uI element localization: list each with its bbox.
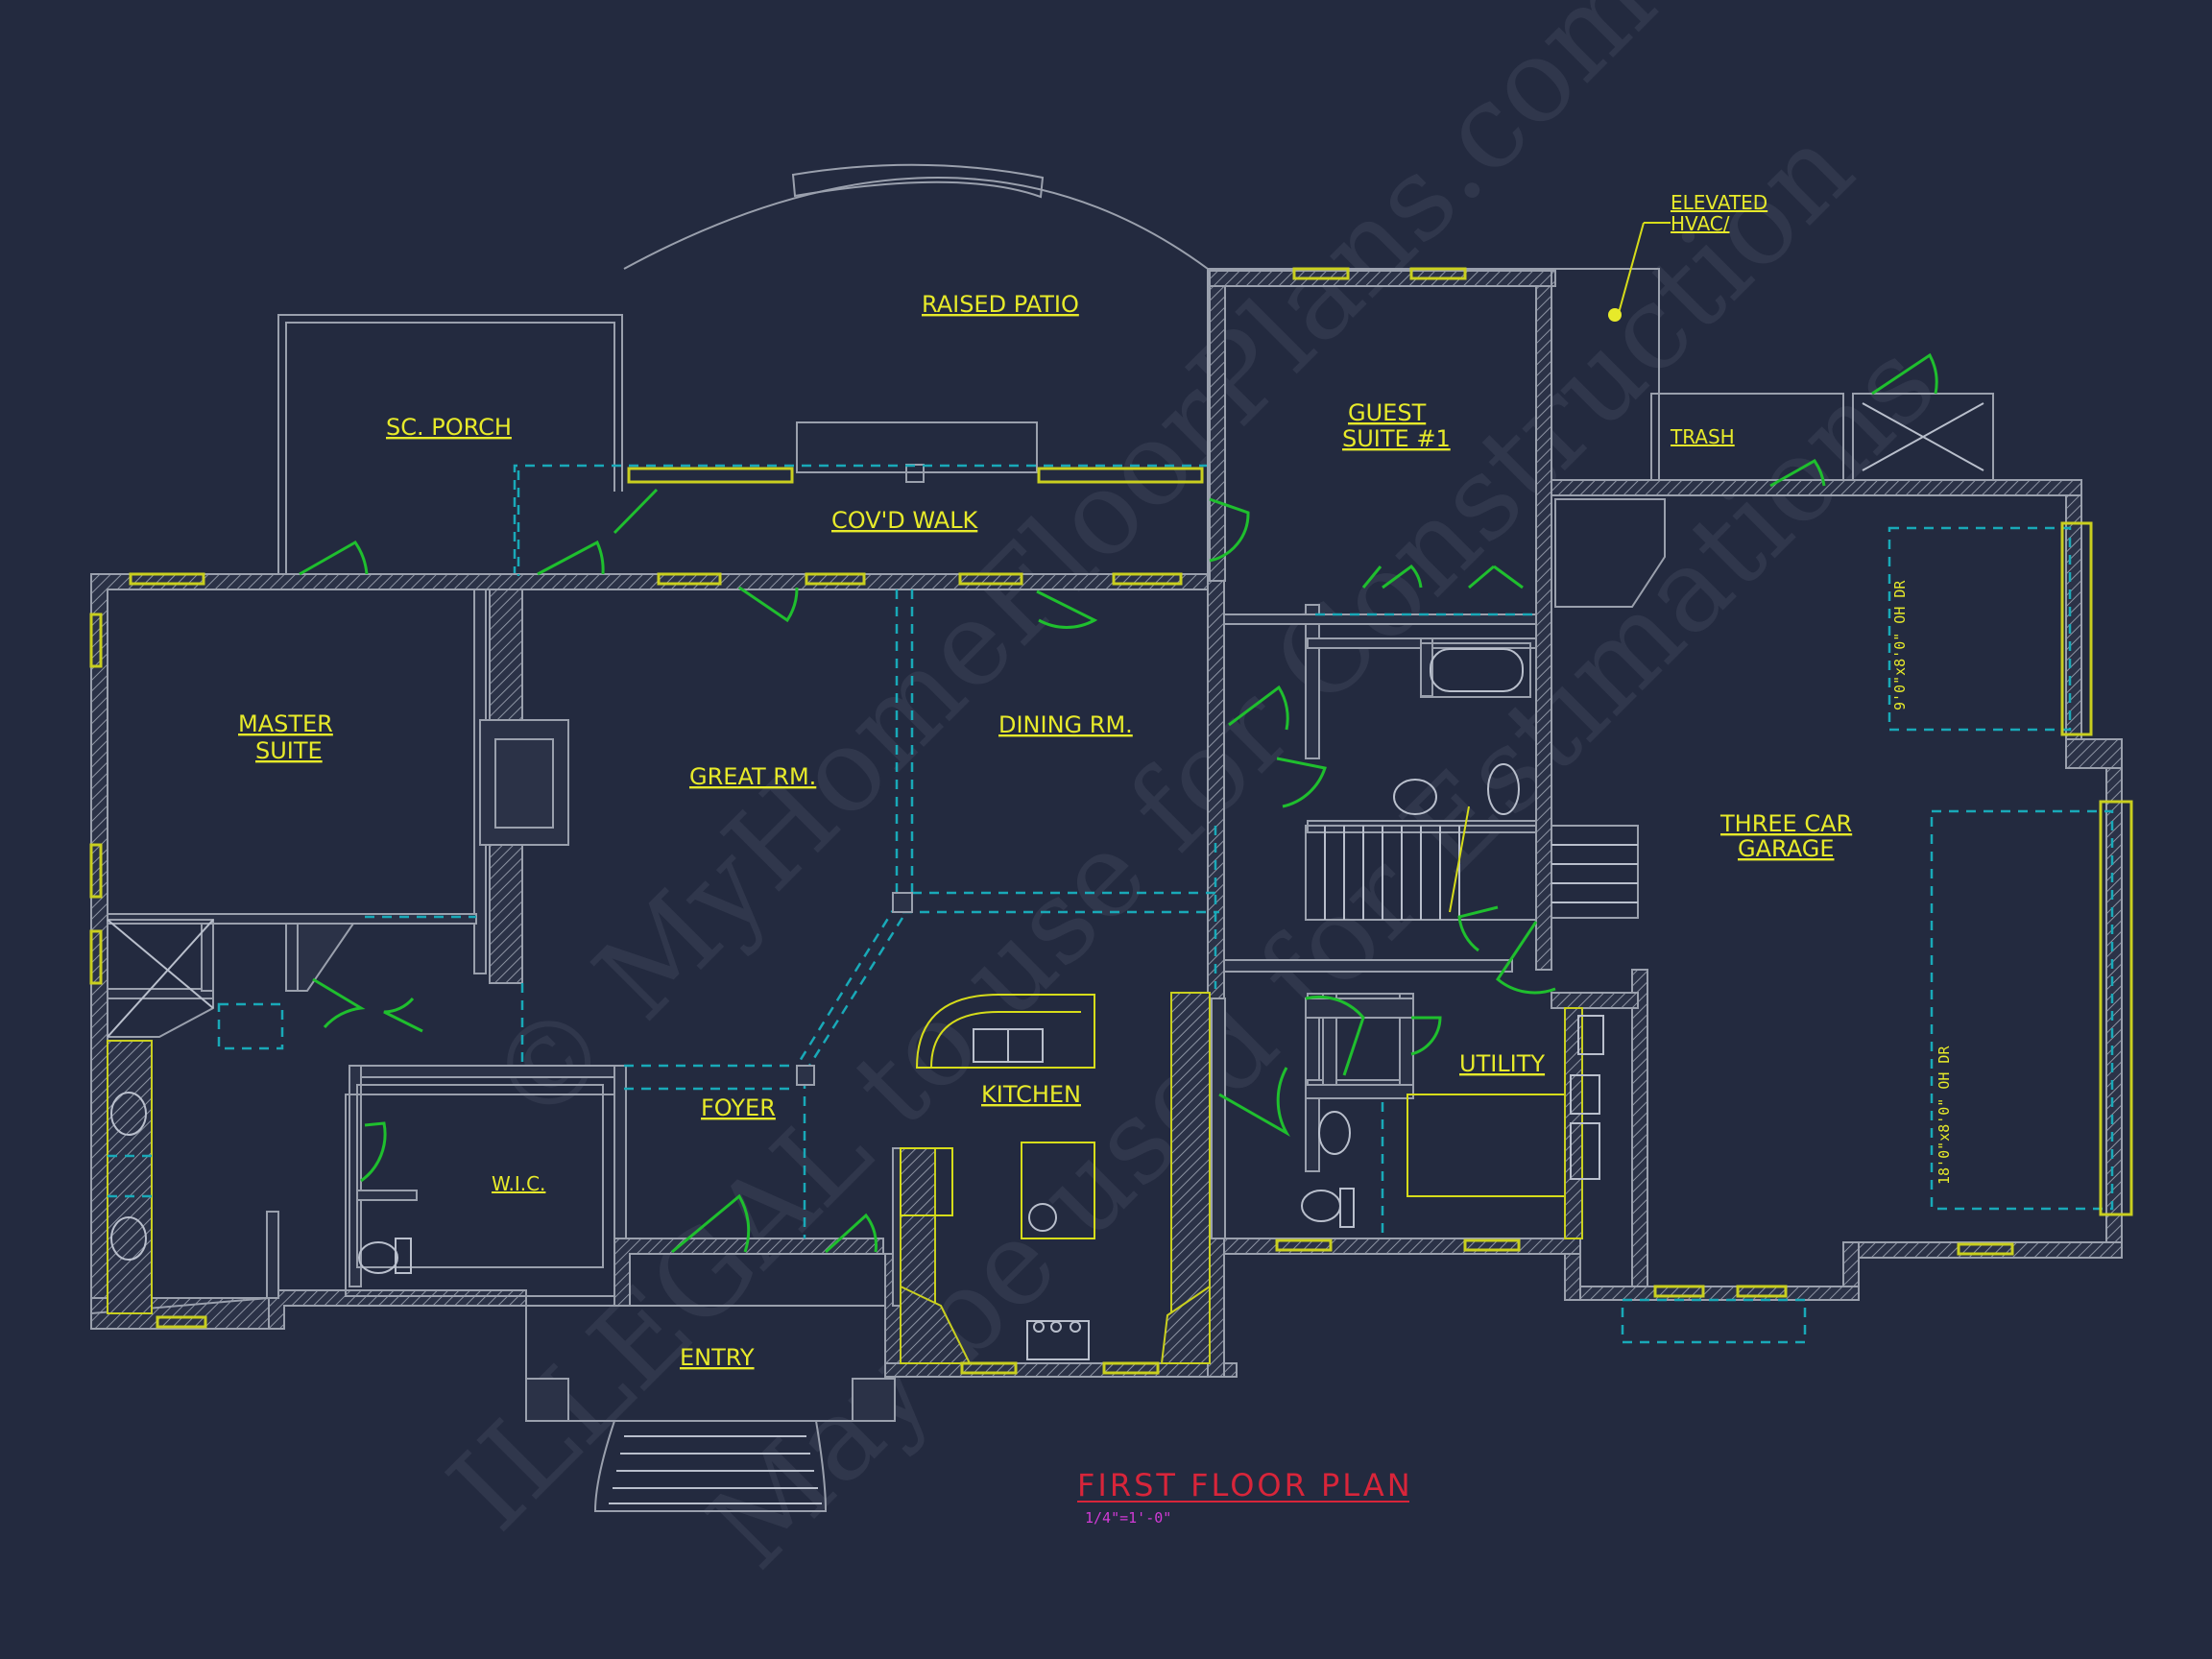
plan-title: FIRST FLOOR PLAN (1077, 1467, 1413, 1503)
label-guest-suite-line1: GUEST (1348, 399, 1427, 426)
hvac-leader (1449, 222, 1671, 913)
doors (299, 352, 1938, 1254)
label-entry: ENTRY (680, 1344, 755, 1371)
label-master-suite-line2: SUITE (255, 737, 323, 764)
label-guest-suite-line2: SUITE #1 (1342, 425, 1451, 452)
raised-patio (623, 163, 1209, 484)
interior-walls (107, 589, 1537, 1307)
label-garage-door-single: 9'0"x8'0" OH DR (1891, 580, 1909, 710)
utility-fixtures (1301, 998, 1604, 1239)
label-three-car-garage-line1: THREE CAR (1719, 810, 1852, 837)
label-covd-walk: COV'D WALK (831, 507, 979, 534)
kitchen-fixtures (900, 992, 1211, 1375)
label-raised-patio: RAISED PATIO (922, 291, 1079, 318)
label-sc-porch: SC. PORCH (386, 414, 512, 441)
entry (525, 1305, 896, 1512)
label-utility: UTILITY (1459, 1050, 1545, 1077)
label-kitchen: KITCHEN (981, 1081, 1081, 1108)
label-elevated-hvac-line1: ELEVATED (1671, 191, 1767, 214)
interior-dashed-lines (365, 470, 1536, 1238)
watermark-line-2: ILLEGAL to use for Construction (424, 102, 1878, 1555)
label-trash: TRASH (1670, 425, 1735, 448)
windows (89, 572, 2014, 1329)
covd-walk-outline (513, 464, 1208, 576)
stairs (1305, 763, 1639, 921)
label-garage-door-double: 18'0"x8'0" OH DR (1936, 1046, 1953, 1185)
garage (1554, 498, 2133, 1344)
label-master-suite-line1: MASTER (238, 710, 333, 737)
label-foyer: FOYER (701, 1094, 776, 1121)
screened-porch (277, 314, 623, 576)
room-labels: RAISED PATIO SC. PORCH COV'D WALK GUEST … (238, 191, 1953, 1371)
label-dining-rm: DINING RM. (998, 711, 1133, 738)
plan-title-block: FIRST FLOOR PLAN 1/4"=1'-0" (1077, 1467, 1413, 1527)
master-bath (107, 919, 615, 1314)
label-wic: W.I.C. (492, 1172, 545, 1195)
label-great-rm: GREAT RM. (689, 763, 816, 790)
label-elevated-hvac-line2: HVAC/ (1671, 212, 1730, 235)
plan-scale: 1/4"=1'-0" (1085, 1509, 1171, 1527)
label-three-car-garage-line2: GARAGE (1738, 835, 1834, 862)
